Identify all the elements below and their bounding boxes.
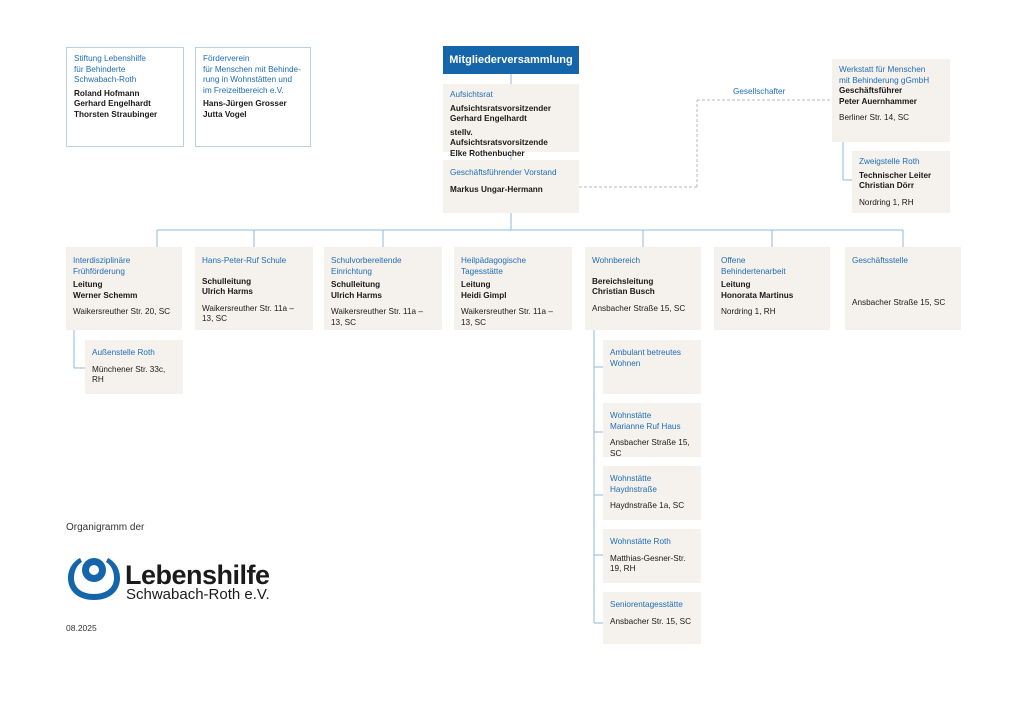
role-label: Geschäftsführer: [839, 86, 903, 95]
aussenstelle-box: Außenstelle Roth Münchener Str. 33c, RH: [85, 340, 183, 394]
foerderverein-subtitle: für Menschen mit Behinde-: [203, 64, 301, 74]
wohn-box: Wohnstätte Marianne Ruf Haus Ansbacher S…: [603, 403, 701, 458]
person-name: Gerhard Engelhardt: [450, 114, 527, 123]
zweigstelle-title: Zweigstelle Roth: [859, 157, 920, 166]
vorstand-box: Geschäftsführender Vorstand Markus Ungar…: [443, 160, 579, 213]
zweigstelle-box: Zweigstelle Roth Technischer Leiter Chri…: [852, 151, 950, 213]
unit-box: Offene Behindertenarbeit Leitung Honorat…: [714, 247, 830, 330]
unit-title: Hans-Peter-Ruf Schule: [202, 256, 287, 265]
unit-box: Geschäftsstelle Ansbacher Straße 15, SC: [845, 247, 961, 330]
aufsichtsrat-box: Aufsichtsrat Aufsichtsratsvorsitzender G…: [443, 84, 579, 158]
unit-title: Frühförderung: [73, 266, 125, 276]
unit-title: Offene: [721, 256, 746, 265]
foerderverein-box: Förderverein für Menschen mit Behinde- r…: [195, 47, 311, 147]
person-name: Werner Schemm: [73, 290, 138, 300]
aussenstelle-title: Außenstelle Roth: [92, 348, 155, 357]
person-name: Heidi Gimpl: [461, 290, 507, 300]
role-label: Leitung: [73, 280, 103, 289]
person-name: Roland Hofmann: [74, 88, 140, 98]
person-name: Christian Busch: [592, 287, 655, 296]
wohn-title: Wohnen: [610, 358, 641, 368]
wohn-box: Wohnstätte Haydnstraße Haydnstraße 1a, S…: [603, 466, 701, 520]
foerderverein-subtitle: im Freizeitbereich e.V.: [203, 85, 284, 95]
unit-title: Behindertenarbeit: [721, 266, 786, 276]
vorstand-title: Geschäftsführender Vorstand: [450, 168, 557, 177]
organigramm-caption: Organigramm der: [66, 522, 145, 533]
role-label: Schulleitung: [331, 280, 381, 289]
person-name: Elke Rothenbucher: [450, 148, 525, 158]
unit-title: Heilpädagogische: [461, 256, 527, 265]
person-name: Jutta Vogel: [203, 109, 247, 119]
person-name: Ulrich Harms: [331, 290, 382, 300]
unit-box: Heilpädagogische Tagesstätte Leitung Hei…: [454, 247, 572, 330]
wohn-title: Wohnstätte Roth: [610, 537, 671, 546]
address: Ansbacher Straße 15, SC: [852, 297, 946, 307]
role-label: Aufsichtsratsvorsitzender: [450, 103, 552, 113]
unit-box: Interdisziplinäre Frühförderung Leitung …: [66, 247, 182, 330]
lebenshilfe-logo-icon: [68, 558, 120, 600]
address: Waikersreuther Str. 20, SC: [73, 307, 171, 316]
address: Berliner Str. 14, SC: [839, 113, 910, 122]
role-label: stellv. Aufsichtsratsvorsitzende: [450, 127, 548, 148]
unit-box: Hans-Peter-Ruf Schule Schulleitung Ulric…: [195, 247, 313, 330]
address: Ansbacher Straße 15, SC: [610, 438, 690, 458]
unit-title: Interdisziplinäre: [73, 256, 131, 265]
address: Ansbacher Straße 15, SC: [592, 303, 686, 313]
address: Münchener Str. 33c, RH: [92, 364, 166, 385]
person-name: Thorsten Straubinger: [74, 109, 158, 119]
unit-title: Einrichtung: [331, 266, 372, 276]
wohn-box: Seniorentagesstätte Ansbacher Str. 15, S…: [603, 592, 701, 644]
wohn-title: Wohnstätte: [610, 474, 652, 483]
werkstatt-title: mit Behinderung gGmbH: [839, 75, 930, 85]
address: Waikersreuther Str. 11a – 13, SC: [461, 307, 553, 327]
person-name: Ulrich Harms: [202, 287, 253, 296]
address: Haydnstraße 1a, SC: [610, 501, 685, 510]
wohn-title: Marianne Ruf Haus: [610, 421, 681, 431]
address: Nordring 1, RH: [721, 307, 776, 316]
role-label: Schulleitung: [202, 276, 252, 286]
person-name: Peter Auernhammer: [839, 96, 917, 106]
gesellschafter-label: Gesellschafter: [733, 87, 786, 96]
wohn-box: Wohnstätte Roth Matthias-Gesner-Str. 19,…: [603, 529, 701, 583]
address: Waikersreuther Str. 11a – 13, SC: [202, 303, 294, 324]
address: Ansbacher Str. 15, SC: [610, 616, 692, 626]
date-label: 08.2025: [66, 623, 97, 633]
werkstatt-title: Werkstatt für Menschen: [839, 65, 926, 74]
logo-subtitle: Schwabach-Roth e.V.: [126, 586, 270, 603]
logo-wordmark: Lebenshilfe: [125, 560, 270, 590]
werkstatt-box: Werkstatt für Menschen mit Behinderung g…: [832, 59, 950, 142]
wohn-title: Wohnstätte: [610, 411, 652, 420]
wohn-box: Ambulant betreutes Wohnen: [603, 340, 701, 394]
unit-title: Tagesstätte: [461, 266, 503, 276]
foerderverein-title: Förderverein: [203, 54, 250, 63]
mitgliederversammlung-box: Mitgliederversammlung: [443, 46, 579, 74]
role-label: Leitung: [721, 280, 751, 289]
unit-box: Wohnbereich Bereichsleitung Christian Bu…: [585, 247, 701, 330]
stiftung-title: Stiftung Lebenshilfe: [74, 54, 146, 63]
unit-title: Schulvorbereitende: [331, 256, 402, 265]
aufsichtsrat-title: Aufsichtsrat: [450, 90, 493, 99]
stiftung-box: Stiftung Lebenshilfe für Behinderte Schw…: [66, 47, 184, 147]
person-name: Honorata Martinus: [721, 290, 794, 300]
wohn-title: Ambulant betreutes: [610, 348, 682, 357]
unit-box: Schulvorbereitende Einrichtung Schulleit…: [324, 247, 442, 330]
stiftung-subtitle: Schwabach-Roth: [74, 75, 137, 84]
role-label: Bereichsleitung: [592, 276, 654, 286]
role-label: Leitung: [461, 280, 491, 289]
person-name: Hans-Jürgen Grosser: [203, 99, 287, 108]
address: Waikersreuther Str. 11a – 13, SC: [331, 307, 423, 327]
person-name: Christian Dörr: [859, 181, 915, 190]
unit-title: Geschäftsstelle: [852, 256, 908, 265]
role-label: Technischer Leiter: [859, 170, 932, 180]
stiftung-subtitle: für Behinderte: [74, 64, 126, 74]
wohn-title: Haydnstraße: [610, 484, 657, 494]
wohn-title: Seniorentagesstätte: [610, 600, 683, 609]
foerderverein-subtitle: rung in Wohnstätten und: [203, 75, 293, 84]
person-name: Markus Ungar-Hermann: [450, 184, 543, 194]
address: Nordring 1, RH: [859, 197, 914, 207]
person-name: Gerhard Engelhardt: [74, 99, 151, 108]
address: Matthias-Gesner-Str. 19, RH: [610, 553, 686, 574]
unit-title: Wohnbereich: [592, 256, 641, 265]
